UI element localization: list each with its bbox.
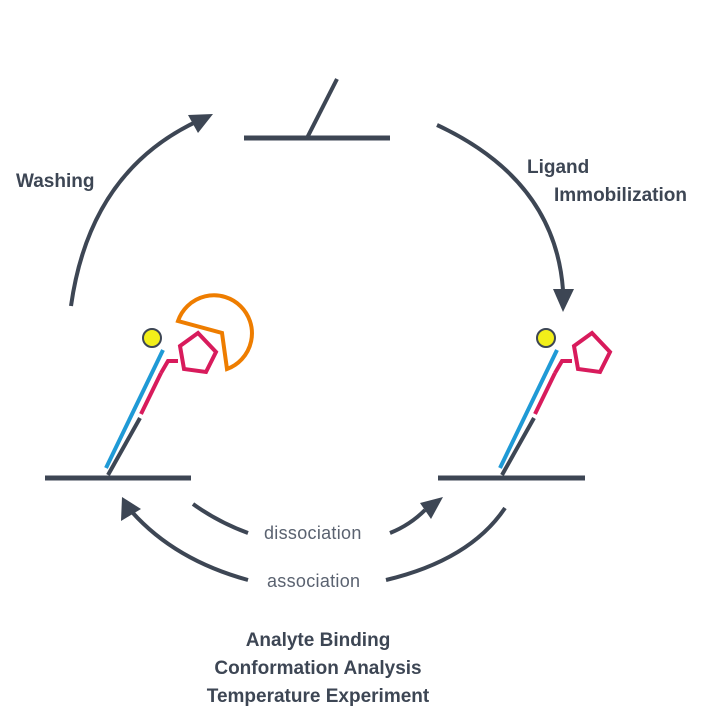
ligand-immobilization-arrow	[436, 123, 574, 312]
blue-strand-left	[104, 349, 165, 469]
dissociation-arrow	[191, 497, 443, 535]
washing-arrow	[69, 114, 213, 307]
pentagon-ligand-left	[177, 330, 219, 375]
yellow-dye-left	[142, 328, 162, 348]
ligand-complex-right	[438, 328, 613, 481]
magenta-strand-left	[139, 372, 163, 415]
arrowhead-dissociation	[420, 497, 443, 519]
arrowhead-association	[121, 497, 141, 521]
arrowhead-immobilization	[553, 289, 574, 312]
conformation-analysis-text: Conformation Analysis	[214, 658, 422, 679]
ligand-label: Ligand	[527, 157, 590, 178]
pacman-analyte	[175, 293, 254, 372]
yellow-dye-right	[536, 328, 556, 348]
analyte-binding-text: Analyte Binding	[245, 630, 391, 651]
tether-linker-left	[106, 417, 142, 476]
magenta-strand-right	[533, 372, 557, 415]
dissociation-label: dissociation	[264, 523, 362, 543]
immobilization-label: Immobilization	[554, 185, 687, 206]
pentagon-ligand-right	[571, 330, 613, 375]
bare-linker	[305, 78, 339, 139]
temperature-experiment-text: Temperature Experiment	[206, 686, 430, 707]
empty-sensor-surface	[244, 78, 390, 141]
association-arrow	[121, 497, 507, 582]
arrowhead-washing	[188, 114, 213, 133]
tether-linker-right	[500, 417, 536, 476]
association-label: association	[267, 571, 361, 591]
bound-complex-left	[45, 293, 254, 481]
experiment-types: Analyte Binding Conformation Analysis Te…	[168, 627, 468, 711]
blue-strand-right	[498, 349, 559, 469]
washing-label: Washing	[16, 171, 95, 192]
